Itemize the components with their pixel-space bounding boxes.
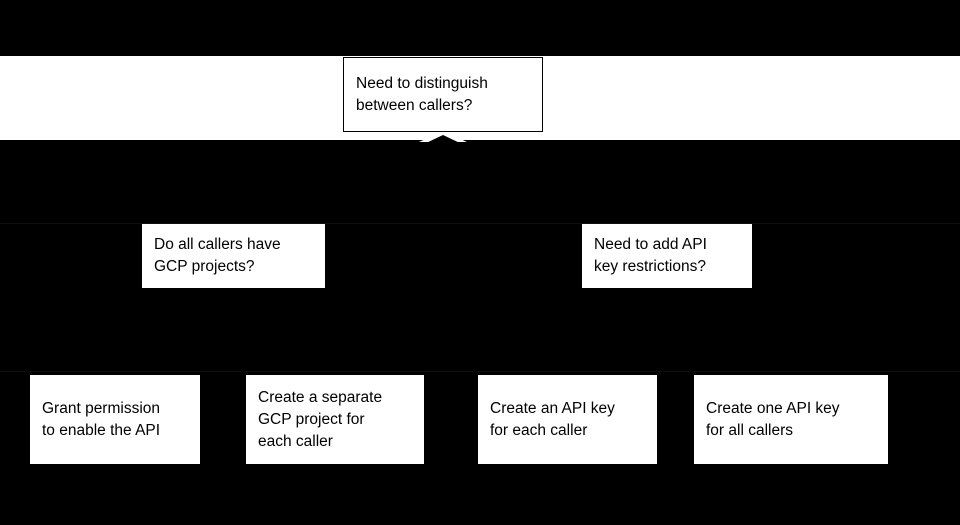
lower-white-band xyxy=(0,371,960,372)
node-label: Create one API key for all callers xyxy=(706,399,840,439)
node-label: Create a separate GCP project for each c… xyxy=(258,388,383,450)
node-create-an-api-key-for-each-caller[interactable]: Create an API key for each caller xyxy=(478,375,657,464)
node-create-a-separate-gcp-project-for-each-caller[interactable]: Create a separate GCP project for each c… xyxy=(246,375,424,464)
node-create-one-api-key-for-all-callers[interactable]: Create one API key for all callers xyxy=(694,375,888,464)
node-need-to-distinguish-between-callers[interactable]: Need to distinguish between callers? xyxy=(343,57,543,132)
connector-peak-inner-mask xyxy=(424,135,462,144)
node-label: Need to distinguish between callers? xyxy=(356,74,488,114)
node-grant-permission-to-enable-the-api[interactable]: Grant permission to enable the API xyxy=(30,375,200,464)
node-label: Do all callers have GCP projects? xyxy=(154,236,281,275)
node-need-to-add-api-key-restrictions[interactable]: Need to add API key restrictions? xyxy=(582,224,752,288)
node-do-all-callers-have-gcp-projects[interactable]: Do all callers have GCP projects? xyxy=(142,224,325,288)
node-label: Need to add API key restrictions? xyxy=(594,236,707,275)
node-label: Grant permission to enable the API xyxy=(42,399,161,439)
node-label: Create an API key for each caller xyxy=(490,399,615,439)
middle-white-band xyxy=(0,223,960,224)
